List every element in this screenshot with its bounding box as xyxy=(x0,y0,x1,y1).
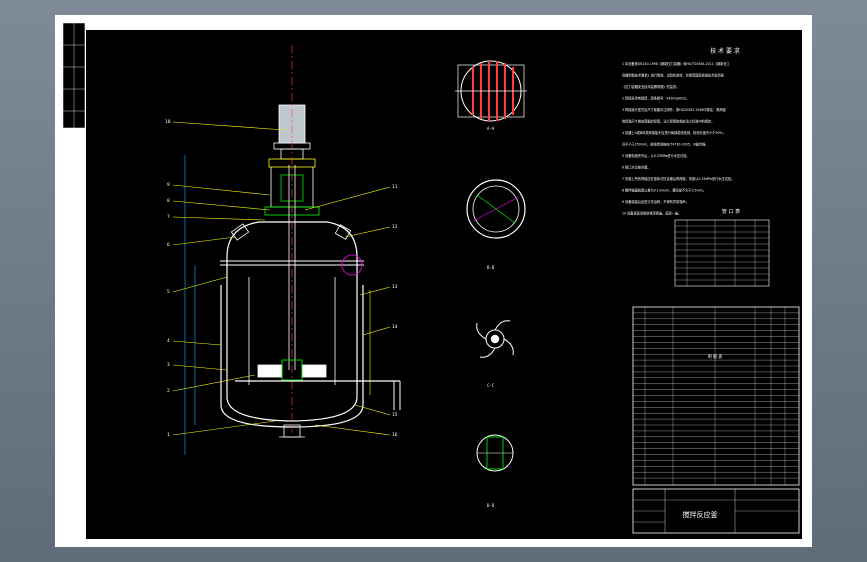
callout-left-5: 6 xyxy=(167,242,170,248)
detail-circle xyxy=(341,254,363,276)
tech-requirement-line: 《压力容器安全技术监察规程》的监督。 xyxy=(622,84,679,89)
callout-right-3: 13 xyxy=(392,284,398,290)
tech-requirement-line: 5 设备制造完毕后，以0.33MPa进行水压试验。 xyxy=(622,153,690,158)
callout-right-2: 12 xyxy=(392,224,398,230)
drawing-sheet: 10 9 8 7 6 5 4 3 2 1 11 12 13 14 15 16 xyxy=(55,15,812,547)
callout-numbers-left: 10 9 8 7 6 5 4 3 2 1 xyxy=(165,119,171,438)
callout-left-6: 5 xyxy=(167,289,170,295)
tech-requirement-line: 4 容器上A类和B类焊接接头应进行局部射线检测，检测长度不小于20%， xyxy=(622,130,726,135)
title-block-name: 搅拌反应釜 xyxy=(683,510,718,519)
callout-right-5: 15 xyxy=(392,412,398,418)
callout-left-7: 4 xyxy=(167,338,170,344)
tech-requirement-line: 3 焊接接头型式及尺寸除图中注明外，按HG20583-1998中规定，角焊缝 xyxy=(622,107,727,112)
tech-requirement-line: 容器制造技术要求》进行制造、试验和验收，并接受国家质量技术监督局 xyxy=(622,73,724,78)
technical-requirements: 技 术 要 求 1 本设备按GB150-1998《钢制压力容器》和HG/T205… xyxy=(622,47,740,216)
callout-left-4: 7 xyxy=(167,214,170,220)
drawing-area xyxy=(86,30,802,539)
nozzle-table-title: 管 口 表 xyxy=(722,208,740,215)
detail-view-2 xyxy=(466,179,526,239)
cad-drawing: 10 9 8 7 6 5 4 3 2 1 11 12 13 14 15 16 xyxy=(55,15,802,547)
vessel-elevation: 10 9 8 7 6 5 4 3 2 1 11 12 13 14 15 16 xyxy=(165,45,401,455)
detail-views: A-A B-B C-C D-D xyxy=(455,60,527,508)
callout-left-8: 3 xyxy=(167,362,170,368)
bom-title: 明 细 表 xyxy=(708,353,723,359)
tech-requirement-line: 2 焊接采用电弧焊，焊条牌号：E4303(J422)。 xyxy=(622,96,689,101)
nozzle-table: 管 口 表 xyxy=(674,208,770,287)
tech-requirement-line: 9 设备组装后应进行试运转，不得有异常噪声。 xyxy=(622,199,689,204)
callout-left-10: 1 xyxy=(167,432,170,438)
tech-requirements-lines: 1 本设备按GB150-1998《钢制压力容器》和HG/T20584-2011《… xyxy=(622,61,734,216)
callout-right-4: 14 xyxy=(392,324,398,330)
tech-requirement-line: 10 设备表面涂刷防锈漆两遍，面漆一遍。 xyxy=(622,211,681,216)
top-head xyxy=(226,221,358,258)
leader-lines xyxy=(172,121,391,436)
callout-left-3: 8 xyxy=(167,198,170,204)
bill-of-materials: 明 细 表 xyxy=(632,306,800,486)
callout-right-1: 11 xyxy=(392,184,398,190)
section-label-3: C-C xyxy=(487,383,495,388)
jacket xyxy=(220,285,364,428)
callout-right-6: 16 xyxy=(392,432,398,438)
title-block: 搅拌反应釜 xyxy=(632,488,800,534)
tech-requirements-title: 技 术 要 求 xyxy=(710,47,740,55)
tech-requirement-line: 且不小于250mm，射线检测按JB/T4730-2005，III级合格。 xyxy=(622,142,708,147)
bottom-head xyxy=(226,396,358,422)
tech-requirement-line: 6 管口方位按本图。 xyxy=(622,165,651,170)
callout-left-2: 9 xyxy=(167,182,170,188)
callout-numbers-right: 11 12 13 14 15 16 xyxy=(392,184,398,438)
tech-requirement-line: 1 本设备按GB150-1998《钢制压力容器》和HG/T20584-2011《… xyxy=(622,61,731,66)
section-label-2: B-B xyxy=(487,265,495,270)
callout-left-9: 2 xyxy=(167,388,170,394)
callout-left-1: 10 xyxy=(165,119,171,125)
binding-strip-lines xyxy=(63,23,85,128)
section-label-4: D-D xyxy=(487,503,495,508)
impeller-blade-right xyxy=(301,364,327,378)
tech-requirement-line: 8 搅拌轴直线度公差为0.1mm/m，摆动量不大于0.5mm。 xyxy=(622,188,706,193)
impeller-hub xyxy=(281,359,303,381)
impeller-blade-left xyxy=(257,364,283,378)
tech-requirement-line: 的焊角尺寸按较薄板的厚度，法兰焊接按相应法兰标准中的规定。 xyxy=(622,119,714,124)
tech-requirement-line: 7 夹套上所有焊缝应在釜体试压合格后再焊接，夹套以0.33MPa进行水压试验。 xyxy=(622,176,734,181)
section-label-1: A-A xyxy=(487,126,495,131)
